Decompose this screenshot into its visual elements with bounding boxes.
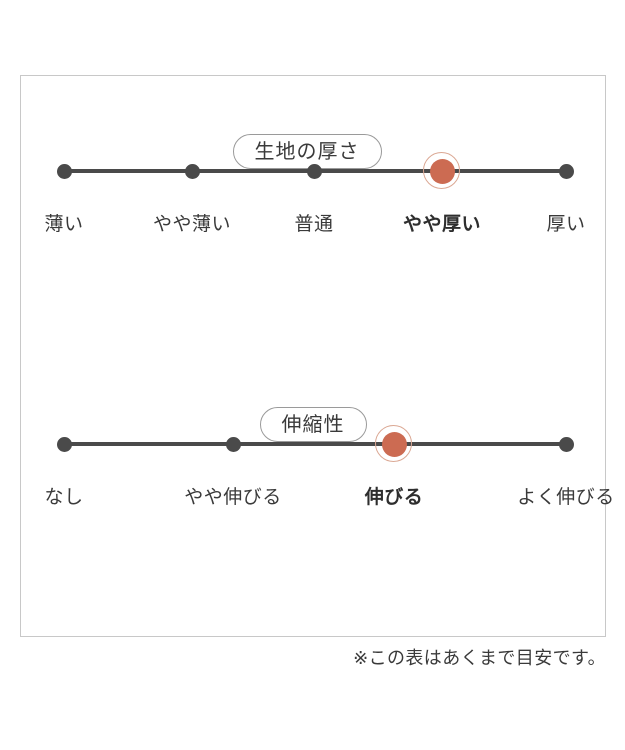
scale-stop-label: なし xyxy=(44,486,84,508)
pill-row-thickness: 生地の厚さ xyxy=(21,133,605,169)
scale-dot[interactable] xyxy=(56,436,72,452)
fabric-spec-panel: 生地の厚さ 薄い やや薄い 普通 やや厚い 厚い 伸縮性 なし やや伸びる 伸びる よく伸びる xyxy=(20,75,614,637)
scale-stop-label: よく伸びる xyxy=(517,486,615,508)
scale-thickness: 薄い やや薄い 普通 やや厚い 厚い xyxy=(21,151,605,259)
scale-dot[interactable] xyxy=(225,436,241,452)
pill-row-stretch: 伸縮性 xyxy=(21,406,605,442)
selected-halo-ring xyxy=(374,424,412,462)
scale-stop-label: やや厚い xyxy=(402,213,482,235)
scale-track-stretch xyxy=(64,442,566,446)
scale-dot[interactable] xyxy=(558,163,574,179)
scale-stop-label: やや伸びる xyxy=(184,486,282,508)
scale-dot[interactable] xyxy=(306,163,322,179)
scale-stop-label: 普通 xyxy=(294,213,334,235)
section-title-stretch: 伸縮性 xyxy=(259,406,367,442)
scale-dot[interactable] xyxy=(558,436,574,452)
selected-halo-ring xyxy=(422,151,460,189)
scale-stretch: なし やや伸びる 伸びる よく伸びる xyxy=(21,424,614,532)
scale-dot-selected[interactable] xyxy=(429,158,455,184)
section-fabric-stretch: 伸縮性 なし やや伸びる 伸びる よく伸びる xyxy=(21,349,614,532)
section-fabric-thickness: 生地の厚さ 薄い やや薄い 普通 やや厚い 厚い xyxy=(21,76,605,259)
scale-stop-label: 伸びる xyxy=(364,486,424,508)
scale-dot[interactable] xyxy=(56,163,72,179)
scale-stop-label: 薄い xyxy=(44,213,84,235)
footnote-disclaimer: ※この表はあくまで目安です。 xyxy=(353,648,606,669)
scale-stop-label: 厚い xyxy=(546,213,586,235)
scale-stop-label: やや薄い xyxy=(152,213,232,235)
section-title-thickness: 生地の厚さ xyxy=(232,133,382,169)
scale-dot-selected[interactable] xyxy=(381,431,407,457)
scale-dot[interactable] xyxy=(184,163,200,179)
